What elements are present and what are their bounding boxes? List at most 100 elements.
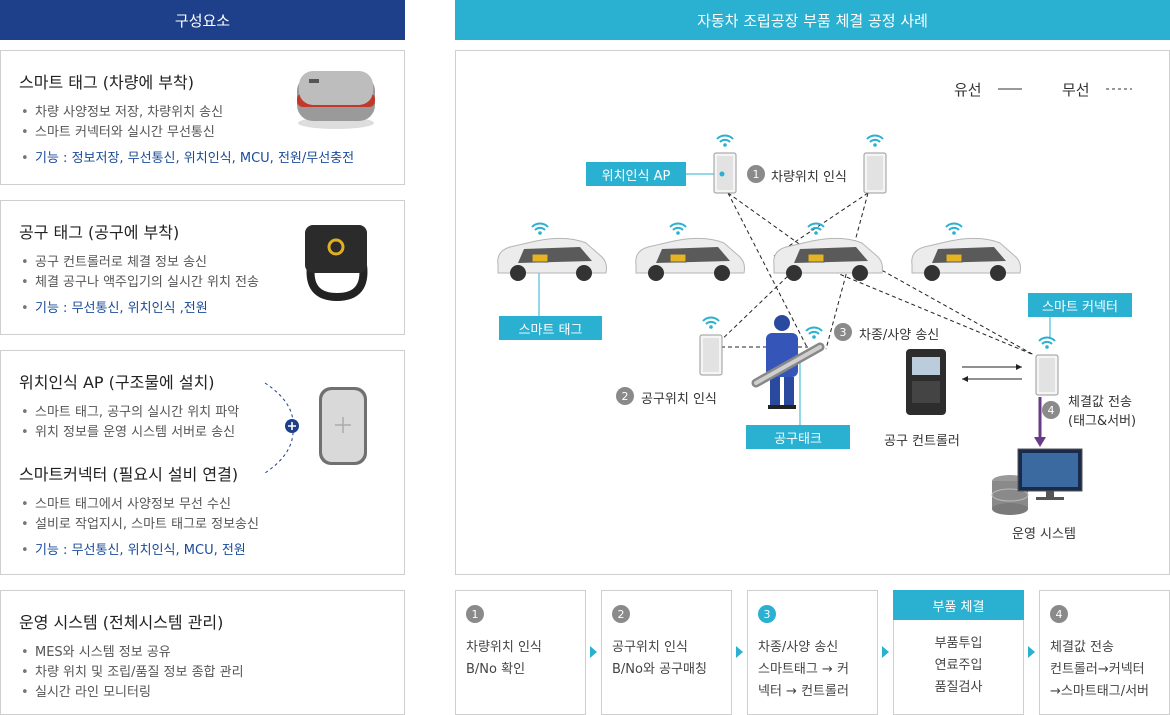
case-header: 자동차 조립공장 부품 체결 공정 사례	[455, 0, 1170, 40]
ap-bullet: 위치 정보를 운영 시스템 서버로 송신	[21, 421, 235, 440]
wifi-icon	[866, 134, 884, 148]
process-step-assembly-text: 부품투입 연료주입 품질검사	[894, 633, 1023, 699]
diagram-step-2-label: 공구위치 인식	[641, 392, 717, 407]
smart-tag-card: 스마트 태그 (차량에 부착) 차량 사양정보 저장, 차량위치 송신 스마트 …	[0, 50, 405, 185]
smart-connector-label-box: 스마트 커넥터	[1028, 293, 1132, 317]
step-line: 공구위치 인식	[612, 640, 688, 655]
process-step-2-text: 공구위치 인식 B/No와 공구매칭	[612, 637, 707, 681]
connector-bullet: 설비로 작업지시, 스마트 태그로 정보송신	[21, 513, 259, 532]
process-step-1-text: 차량위치 인식 B/No 확인	[466, 637, 542, 681]
step-arrow-icon	[590, 646, 597, 658]
diagram-step-4-badge: 4	[1042, 401, 1060, 419]
wifi-icon	[716, 134, 734, 148]
ap-device-icon	[319, 387, 367, 465]
smart-tag-marker	[807, 253, 825, 263]
legend-wired-label: 유선	[954, 81, 982, 99]
tool-tag-device-icon	[305, 225, 368, 301]
ops-system-bullet: MES와 시스템 정보 공유	[21, 641, 171, 660]
wifi-icon	[805, 326, 823, 340]
wifi-icon	[1038, 336, 1056, 350]
ops-system-label: 운영 시스템	[1012, 527, 1076, 542]
ap-pointer-dot	[719, 171, 725, 177]
step-line: →스마트태그/서버	[1050, 684, 1149, 699]
wifi-icon	[669, 222, 687, 236]
server-arrow	[1034, 397, 1046, 447]
step-line: B/No 확인	[466, 662, 526, 677]
plus-connector-icon	[264, 382, 299, 474]
smart-tag-bullet: 차량 사양정보 저장, 차량위치 송신	[21, 101, 223, 120]
tool-icon	[751, 342, 825, 388]
process-step-3-text: 차종/사양 송신 스마트태그 → 커 넥터 → 컨트롤러	[758, 637, 849, 703]
wifi-icon	[945, 222, 963, 236]
process-step-4-badge: 4	[1050, 605, 1068, 623]
monitor-icon	[1017, 448, 1083, 500]
ap-device-icon	[863, 152, 887, 194]
step-line: 넥터 → 컨트롤러	[758, 684, 849, 699]
controller-connector-arrows	[962, 364, 1022, 382]
process-step-assembly: 부품 체결 부품투입 연료주입 품질검사	[893, 590, 1024, 715]
process-step-3-badge: 3	[758, 605, 776, 623]
tool-tag-card: 공구 태그 (공구에 부착) 공구 컨트롤러로 체결 정보 송신 체결 공구나 …	[0, 200, 405, 335]
tool-controller-icon	[906, 349, 946, 415]
step-line: B/No와 공구매칭	[612, 662, 707, 677]
step-line: 품질검사	[934, 680, 983, 695]
smart-connector-device-icon	[1035, 354, 1059, 396]
step-arrow-icon	[1028, 646, 1035, 658]
step-line: 컨트롤러→커넥터	[1050, 662, 1145, 677]
process-step-3: 3 차종/사양 송신 스마트태그 → 커 넥터 → 컨트롤러	[747, 590, 878, 715]
tool-tag-title: 공구 태그 (공구에 부착)	[19, 223, 180, 242]
smart-tag-label-box: 스마트 태그	[499, 316, 602, 340]
step-arrow-icon	[736, 646, 743, 658]
smart-tag-bullet: 스마트 커넥터와 실시간 무선통신	[21, 121, 215, 140]
process-step-2: 2 공구위치 인식 B/No와 공구매칭	[601, 590, 732, 715]
process-step-1-badge: 1	[466, 605, 484, 623]
diagram-step-1-badge: 1	[747, 165, 765, 183]
process-step-1: 1 차량위치 인식 B/No 확인	[455, 590, 586, 715]
diagram-step-3-label: 차종/사양 송신	[859, 328, 940, 343]
smart-tag-marker	[531, 253, 549, 263]
car-icon	[911, 237, 1021, 282]
tool-tag-feature: 기능 : 무선통신, 위치인식 ,전원	[21, 297, 208, 316]
ap-connector-feature: 기능 : 무선통신, 위치인식, MCU, 전원	[21, 539, 246, 558]
step-line: 차종/사양 송신	[758, 640, 839, 655]
smart-tag-feature: 기능 : 정보저장, 무선통신, 위치인식, MCU, 전원/무선충전	[21, 147, 354, 166]
ap-device-icon	[699, 334, 723, 376]
tool-tag-bullet: 공구 컨트롤러로 체결 정보 송신	[21, 251, 207, 270]
ap-label-box: 위치인식 AP	[586, 162, 686, 186]
connector-title: 스마트커넥터 (필요시 설비 연결)	[19, 465, 239, 484]
step-line: 부품투입	[934, 636, 983, 651]
ap-device-icon	[713, 152, 737, 194]
diagram-step-3-badge: 3	[834, 323, 852, 341]
ops-system-bullet: 차량 위치 및 조립/품질 정보 종합 관리	[21, 661, 244, 680]
diagram-step-4-label: 체결값 전송	[1068, 395, 1132, 410]
tool-tag-bullet: 체결 공구나 액주입기의 실시간 위치 전송	[21, 271, 259, 290]
diagram-step-4-sublabel: (태그&서버)	[1068, 414, 1137, 429]
process-step-4: 4 체결값 전송 컨트롤러→커넥터 →스마트태그/서버	[1039, 590, 1170, 715]
step-line: 차량위치 인식	[466, 640, 542, 655]
step-arrow-icon	[882, 646, 889, 658]
process-step-4-text: 체결값 전송 컨트롤러→커넥터 →스마트태그/서버	[1050, 637, 1149, 703]
ap-bullet: 스마트 태그, 공구의 실시간 위치 파악	[21, 401, 239, 420]
step-line: 연료주입	[934, 658, 983, 673]
step-line: 스마트태그 → 커	[758, 662, 849, 677]
smart-tag-device-icon	[297, 71, 375, 129]
ap-title: 위치인식 AP (구조물에 설치)	[19, 373, 215, 392]
smart-tag-marker	[669, 253, 687, 263]
wifi-icon	[531, 222, 549, 236]
smart-tag-marker	[945, 253, 963, 263]
car-icon	[497, 237, 607, 282]
smart-tag-title: 스마트 태그 (차량에 부착)	[19, 73, 194, 92]
tool-controller-label: 공구 컨트롤러	[884, 434, 960, 449]
diagram-step-1-label: 차량위치 인식	[771, 170, 847, 185]
components-header: 구성요소	[0, 0, 405, 40]
car-icon	[635, 237, 745, 282]
legend-wireless-label: 무선	[1062, 81, 1090, 99]
assembly-diagram: 유선 무선 위치인식 AP 스마트 태그 스마트 커넥터 공구태크 1 차량위치…	[455, 50, 1170, 575]
ops-system-card: 운영 시스템 (전체시스템 관리) MES와 시스템 정보 공유 차량 위치 및…	[0, 590, 405, 715]
ops-system-title: 운영 시스템 (전체시스템 관리)	[19, 613, 224, 632]
connector-bullet: 스마트 태그에서 사양정보 무선 수신	[21, 493, 231, 512]
diagram-step-2-badge: 2	[616, 387, 634, 405]
step-line: 체결값 전송	[1050, 640, 1114, 655]
ops-system-bullet: 실시간 라인 모니터링	[21, 681, 151, 700]
process-step-2-badge: 2	[612, 605, 630, 623]
